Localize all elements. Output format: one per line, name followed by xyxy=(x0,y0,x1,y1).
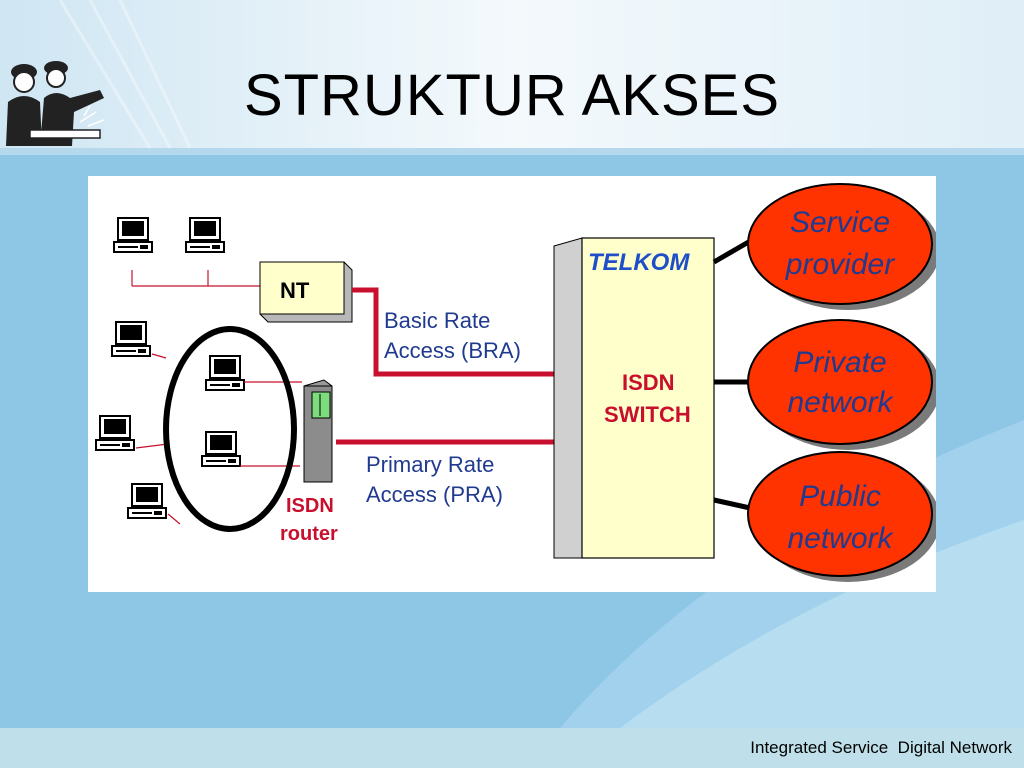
router-label-line1: ISDN xyxy=(286,495,334,517)
slide-title: STRUKTUR AKSES xyxy=(243,63,781,128)
private-network-line2: network xyxy=(787,386,894,419)
public-network-line1: Public xyxy=(799,480,881,513)
isdn-access-diagram: NT Basic Rate Access (BRA) ISDN router P… xyxy=(88,176,940,592)
switch-label-line1: ISDN xyxy=(622,370,675,395)
switch-brand-label: TELKOM xyxy=(588,249,690,276)
computer-icon xyxy=(127,483,167,519)
pra-label-line2: Access (PRA) xyxy=(366,482,503,507)
router-label-line2: router xyxy=(280,523,338,545)
computer-icon xyxy=(205,355,245,391)
computer-icon xyxy=(95,415,135,451)
private-network-node: Private network xyxy=(747,319,940,450)
bra-label-line2: Access (BRA) xyxy=(384,338,521,363)
isdn-router xyxy=(303,379,333,483)
nt-box: NT xyxy=(259,261,353,323)
public-network-node: Public network xyxy=(747,451,940,582)
private-network-line1: Private xyxy=(793,346,886,379)
computer-icon xyxy=(111,321,151,357)
lan-wiring-top xyxy=(131,270,260,287)
lan-ring xyxy=(163,326,297,532)
public-network-line2: network xyxy=(787,522,894,555)
computer-icon xyxy=(201,431,241,467)
computer-icon xyxy=(185,217,225,253)
service-provider-line2: provider xyxy=(785,248,895,281)
switch-label-line2: SWITCH xyxy=(604,402,691,427)
footer-text: Integrated Service Digital Network xyxy=(750,738,1012,757)
bra-label-line1: Basic Rate xyxy=(384,308,490,333)
computer-icon xyxy=(113,217,153,253)
service-provider-node: Service provider xyxy=(747,183,940,310)
service-provider-line1: Service xyxy=(790,206,890,239)
bra-link xyxy=(352,287,558,377)
isdn-switch: TELKOM ISDN SWITCH xyxy=(553,237,715,559)
engineers-logo xyxy=(6,61,105,146)
footer-bar: Integrated Service Digital Network xyxy=(0,728,1024,768)
nt-label: NT xyxy=(280,278,310,303)
pra-label-line1: Primary Rate xyxy=(366,452,494,477)
